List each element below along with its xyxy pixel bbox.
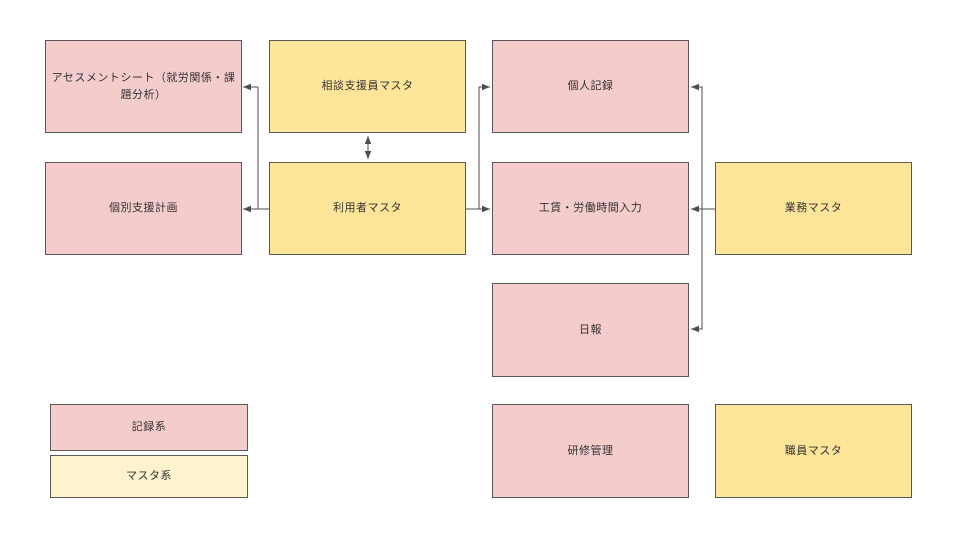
node-individual-support-plan: 個別支援計画: [45, 162, 242, 255]
node-training-management: 研修管理: [492, 404, 689, 498]
connector-work-master-to-personal-record: [691, 83, 703, 209]
node-user-master: 利用者マスタ: [269, 162, 466, 255]
node-staff-master: 職員マスタ: [715, 404, 912, 498]
legend-record: 記録系: [50, 404, 248, 451]
connector-user-master-to-personal-record: [478, 83, 490, 209]
node-work-master: 業務マスタ: [715, 162, 912, 255]
node-personal-record: 個人記録: [492, 40, 689, 133]
connector-user-master-to-assessment-sheet: [243, 83, 259, 209]
connector-work-master-to-daily-report: [691, 209, 703, 333]
node-counselor-master: 相談支援員マスタ: [269, 40, 466, 133]
legend-master: マスタ系: [50, 455, 248, 498]
node-assessment-sheet: アセスメントシート（就労関係・課題分析）: [45, 40, 242, 133]
node-wage-time-entry: 工賃・労働時間入力: [492, 162, 689, 255]
node-daily-report: 日報: [492, 283, 689, 377]
